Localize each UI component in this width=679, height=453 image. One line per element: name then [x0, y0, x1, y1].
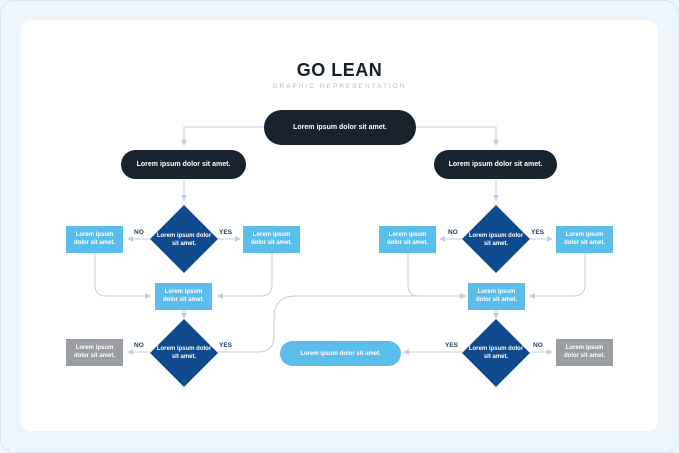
page-title: GO LEAN — [296, 60, 383, 80]
left-no-label: NO — [134, 229, 144, 236]
right-decision-1-text: Lorem ipsum dolor sit amet. — [468, 233, 524, 247]
right-branch-node: Lorem ipsum dolor sit amet. — [434, 150, 557, 179]
left-branch-node: Lorem ipsum dolor sit amet. — [121, 150, 246, 179]
right-merge-box: Lorem ipsum dolor sit amet. — [468, 283, 525, 310]
left-decision-1-text: Lorem ipsum dolor sit amet. — [156, 233, 212, 247]
right-no-box: Lorem ipsum dolor sit amet. — [379, 226, 436, 253]
start-node: Lorem ipsum dolor sit amet. — [264, 110, 416, 145]
left-yes-label-2: YES — [219, 342, 233, 349]
right-no-label-2: NO — [533, 342, 543, 349]
right-decision-2-text: Lorem ipsum dolor sit amet. — [468, 346, 524, 360]
left-no-label-2: NO — [134, 342, 144, 349]
right-yes-label-2: YES — [445, 342, 459, 349]
left-decision-2-text: Lorem ipsum dolor sit amet. — [156, 346, 212, 360]
left-end-box: Lorem ipsum dolor sit amet. — [66, 339, 123, 366]
left-yes-box: Lorem ipsum dolor sit amet. — [243, 226, 300, 253]
right-yes-label: YES — [531, 229, 545, 236]
right-end-box: Lorem ipsum dolor sit amet. — [556, 339, 613, 366]
left-yes-label: YES — [219, 229, 233, 236]
left-no-box: Lorem ipsum dolor sit amet. — [66, 226, 123, 253]
page-subtitle: GRAPHIC REPRESENTATION — [272, 83, 407, 90]
result-node: Lorem ipsum dolor sit amet. — [280, 341, 401, 366]
left-merge-box: Lorem ipsum dolor sit amet. — [155, 283, 212, 310]
right-no-label: NO — [448, 229, 458, 236]
right-yes-box: Lorem ipsum dolor sit amet. — [556, 226, 613, 253]
